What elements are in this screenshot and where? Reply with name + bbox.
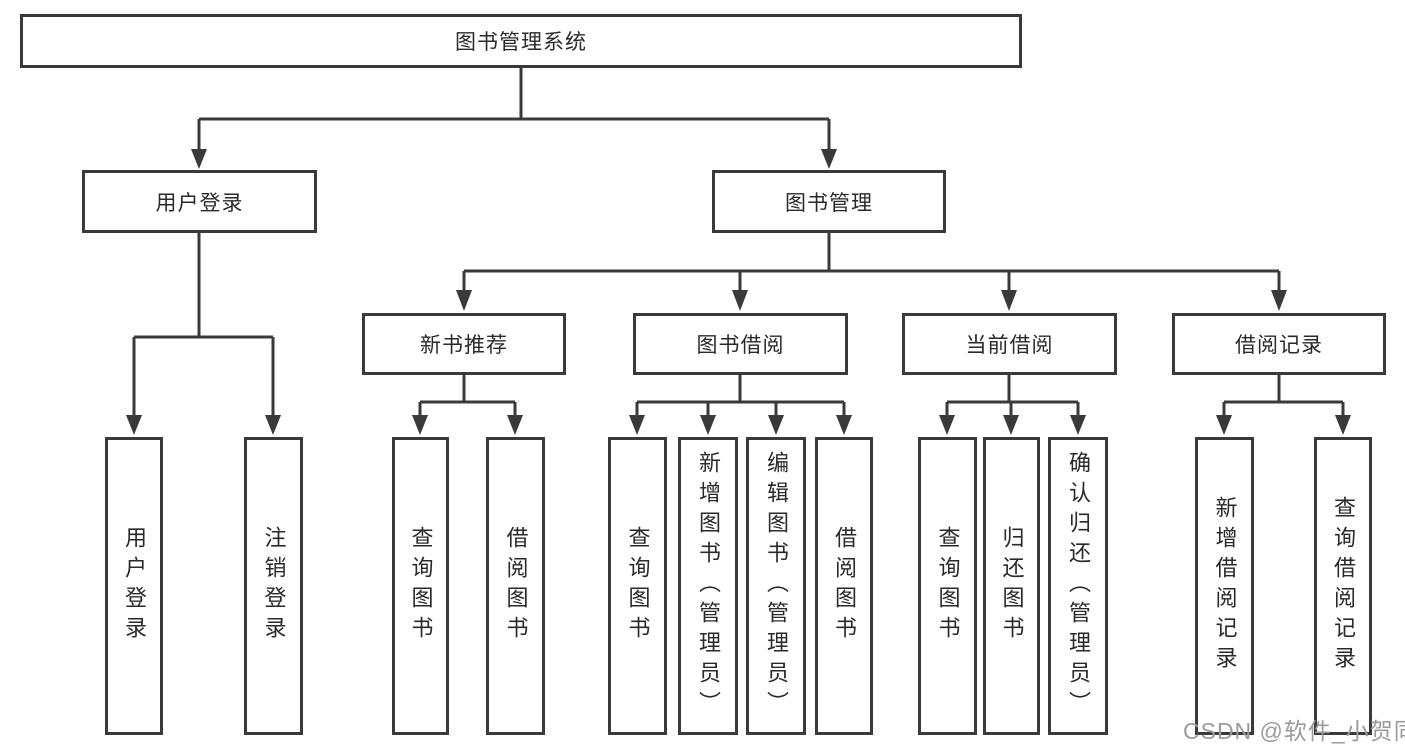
- node-borrow-add-books-admin: 新增图书（管理员）: [678, 437, 738, 735]
- node-label: 编辑图书（管理员）: [764, 451, 789, 721]
- node-records-query-record: 查询借阅记录: [1314, 437, 1372, 735]
- node-label: 查询图书: [625, 526, 651, 646]
- node-label: 注销登录: [261, 526, 287, 646]
- node-label: 借阅图书: [832, 526, 857, 646]
- node-label: 当前借阅: [965, 334, 1054, 357]
- node-records-add-record: 新增借阅记录: [1195, 437, 1254, 735]
- node-label: 查询图书: [935, 526, 961, 646]
- connector-new-book-recommend-to-leaves: [412, 375, 523, 435]
- node-label: 查询借阅记录: [1331, 496, 1356, 676]
- csdn-watermark: CSDN @软件_小贺同学: [1183, 718, 1405, 744]
- connector-book-borrowing-to-leaves: [629, 375, 852, 435]
- node-current-confirm-return-admin: 确认归还（管理员）: [1048, 437, 1108, 735]
- connector-root-to-level2: [191, 68, 837, 169]
- node-borrow-edit-books-admin: 编辑图书（管理员）: [746, 437, 806, 735]
- node-logout-action: 注销登录: [244, 437, 303, 735]
- node-user-login-action: 用户登录: [105, 437, 163, 735]
- node-borrowing-records: 借阅记录: [1172, 313, 1386, 375]
- connector-user-login-to-leaves: [126, 233, 281, 435]
- node-book-borrowing: 图书借阅: [633, 313, 848, 375]
- connector-current-borrowing-to-leaves: [939, 375, 1086, 435]
- node-current-return-books: 归还图书: [983, 437, 1040, 735]
- node-label: 借阅图书: [503, 526, 529, 646]
- connector-borrowing-records-to-leaves: [1216, 375, 1351, 435]
- connector-book-management-to-level3: [456, 233, 1287, 311]
- node-new-book-recommend: 新书推荐: [362, 313, 566, 375]
- node-label: 图书管理: [785, 191, 873, 215]
- node-current-query-books: 查询图书: [918, 437, 977, 735]
- node-label: 新书推荐: [420, 334, 508, 357]
- node-label: 图书借阅: [696, 334, 785, 357]
- node-label: 新增图书（管理员）: [696, 451, 721, 721]
- node-recommend-borrow-books: 借阅图书: [486, 437, 545, 735]
- node-label: 图书管理系统: [455, 31, 587, 54]
- node-label: 用户登录: [122, 526, 147, 646]
- node-book-management: 图书管理: [712, 170, 946, 233]
- node-recommend-query-books: 查询图书: [392, 437, 449, 735]
- node-current-borrowing: 当前借阅: [902, 313, 1117, 375]
- node-label: 借阅记录: [1235, 334, 1323, 357]
- node-user-login: 用户登录: [82, 170, 317, 233]
- node-label: 查询图书: [408, 526, 434, 646]
- node-label: 确认归还（管理员）: [1066, 451, 1091, 721]
- node-label: 新增借阅记录: [1212, 496, 1238, 676]
- node-borrow-query-books: 查询图书: [608, 437, 667, 735]
- node-borrow-borrow-books: 借阅图书: [815, 437, 873, 735]
- node-label: 用户登录: [155, 191, 244, 215]
- node-library-management-system: 图书管理系统: [20, 14, 1022, 68]
- node-label: 归还图书: [999, 526, 1025, 646]
